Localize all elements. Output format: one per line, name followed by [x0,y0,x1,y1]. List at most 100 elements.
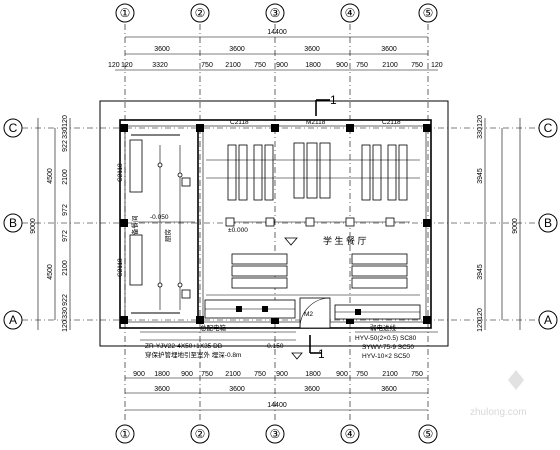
axis-label-c: C [9,121,18,135]
dim-bot-d12: 750 [411,371,423,378]
dim-bot-d6: 750 [254,371,266,378]
axis-bubbles-right: C B A [538,118,558,330]
window-label-top-3: C2118 [382,119,401,126]
dim-left-d1: 120 [62,115,69,127]
dim-bot-bay-2: 3600 [229,386,245,393]
dim-bot-d4: 750 [201,371,213,378]
dim-right-outer: 9000 [512,218,519,234]
cable-annotations: 总配电箱 ZR-YJV22-4X50+1X35 DB 穿保护管埋地引至室外 埋深… [140,323,438,361]
axis-label-2-bottom: ② [195,427,206,441]
dim-top-d11: 2100 [382,62,398,69]
kitchen-area: 备餐间 厨房 -0.050 [129,139,195,310]
dim-right-d4: 120 [477,320,484,332]
cable-2: 穿保护管埋地引至室外 埋深-0.8m [145,350,241,359]
dim-bot-bay-3: 3600 [304,386,320,393]
axis-label-c-right: C [544,121,553,135]
serving-line [225,217,410,227]
cable-1: ZR-YJV22-4X50+1X35 DB [145,343,222,350]
cable-title: 总配电箱 [200,323,227,332]
dining-hall: ±0.000 学 生 餐 厅 M2 [204,142,421,329]
dining-label: 学 生 餐 厅 [323,235,367,246]
dim-top-d10: 750 [356,62,368,69]
axis-label-5: ⑤ [423,6,434,20]
axis-bubbles-top: ① ② ③ ④ ⑤ [115,3,438,23]
axis-label-3-bottom: ③ [270,427,281,441]
dim-bot-d5: 2100 [225,371,241,378]
dim-bot-bay-4: 3600 [381,386,397,393]
left-dimensions: 9000 4500 4500 120 330 922 2100 972 972 … [30,115,71,332]
entry-door: M2 [299,297,331,329]
dim-top-bay-2: 3600 [229,46,245,53]
dim-right-d3: 120 [477,308,484,320]
dim-top-d7: 900 [276,62,288,69]
dim-top-d5: 2100 [225,62,241,69]
axis-label-1: ① [120,6,131,20]
dim-top-d4: 750 [201,62,213,69]
elev-bottom: -0.150 [265,343,284,350]
dim-bot-d3: 900 [181,371,193,378]
dim-top-bay-1: 3600 [154,46,170,53]
window-label-left-1: C2118 [117,163,124,182]
dim-left-d10: 120 [62,320,69,332]
dim-left-outer: 9000 [30,218,37,234]
dim-bot-d10: 750 [356,371,368,378]
axis-label-2: ② [195,6,206,20]
dim-left-d6: 972 [62,230,69,242]
window-label-top-2: M2118 [306,119,326,126]
dim-top-overall: 14400 [267,29,287,36]
watermark: zhulong.com [470,370,527,418]
panel-row [204,299,421,320]
elev-kitchen: -0.050 [150,214,169,221]
dim-bot-d8: 1800 [305,371,321,378]
dim-top-d2: 120 [121,62,133,69]
dim-bot-d7: 900 [276,371,288,378]
cable-right-2: SYWV-75-9 SC50 [362,344,414,351]
dim-bot-d2: 1800 [154,371,170,378]
dim-bot-d11: 2100 [382,371,398,378]
axis-label-5-bottom: ⑤ [423,427,434,441]
dim-left-d7: 2100 [62,260,69,276]
watermark-text: zhulong.com [470,407,527,418]
kitchen-label: 厨房 [163,229,172,242]
kitchen-side-label: 备餐间 [130,216,139,236]
axis-label-1-bottom: ① [120,427,131,441]
axis-bubbles-bottom: ① ② ③ ④ ⑤ [115,424,438,444]
cable-right-title: 弱电进线 [370,323,397,332]
lower-seating [206,253,420,296]
dim-left-bay-1: 4500 [47,168,54,184]
top-dimensions: 14400 3600 3600 3600 3600 120 120 3320 7… [108,29,443,71]
window-label-top-1: C2118 [230,119,249,126]
dim-left-d9: 330 [62,307,69,319]
section-mark-top: 1 [315,93,337,116]
dim-top-d12: 750 [411,62,423,69]
elev-hall: ±0.000 [228,227,248,234]
dim-left-d3: 922 [62,140,69,152]
cable-right-1: HYV-50(2×0.5) SC80 [355,335,417,342]
dim-top-d9: 900 [336,62,348,69]
dim-right-bay-1: 3945 [477,168,484,184]
dim-left-d4: 2100 [62,169,69,185]
dim-top-d6: 750 [254,62,266,69]
dim-left-d2: 330 [62,127,69,139]
dim-top-d13: 120 [431,62,443,69]
cable-right-3: HYV-10×2 SC50 [362,353,410,360]
axis-label-3: ③ [270,6,281,20]
dim-right-d2: 330 [477,127,484,139]
axis-label-4: ④ [345,6,356,20]
dim-top-bay-3: 3600 [304,46,320,53]
door-label: M2 [304,311,313,318]
dim-bot-bay-1: 3600 [154,386,170,393]
axis-label-b: B [9,216,17,230]
dim-left-bay-2: 4500 [47,264,54,280]
structural-columns [120,124,431,324]
dim-top-d8: 1800 [305,62,321,69]
axis-label-4-bottom: ④ [345,427,356,441]
window-labels: C2118 M2118 C2118 C2118 C2118 [117,119,401,277]
right-dimensions: 120 330 3945 3945 120 120 9000 [477,115,521,332]
axis-bubbles-left: C B A [3,118,23,330]
dim-left-d8: 922 [62,294,69,306]
bottom-dimensions: 900 1800 900 750 2100 750 900 1800 900 7… [125,371,428,411]
dim-bot-d1: 900 [133,371,145,378]
axis-label-a: A [9,313,17,327]
